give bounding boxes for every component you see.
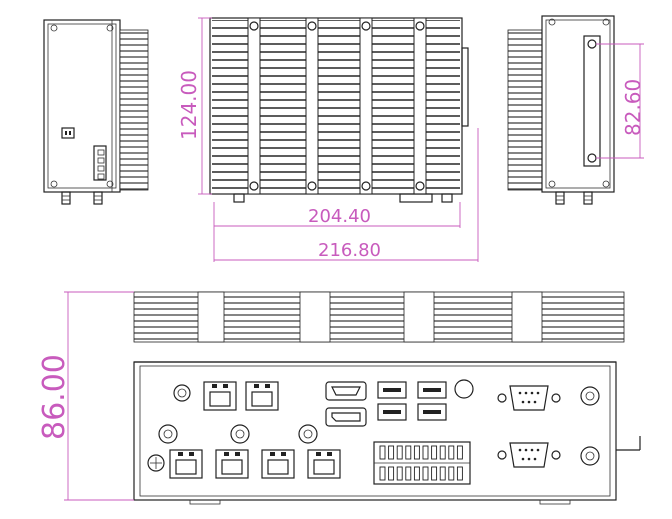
terminal-pin	[448, 445, 455, 460]
terminal-pin	[439, 466, 446, 481]
rj45-port-bottom-3	[261, 449, 295, 479]
rj45-port-bottom-4	[307, 449, 341, 479]
terminal-pin	[431, 466, 438, 481]
terminal-pin	[379, 445, 386, 460]
rj45-port-top-1	[203, 381, 237, 411]
terminal-pin	[413, 445, 420, 460]
rj45-port-bottom-1	[169, 449, 203, 479]
usb-ports	[377, 381, 447, 421]
front-view: 86.00	[37, 291, 641, 505]
terminal-pin	[405, 445, 412, 460]
terminal-pin	[431, 445, 438, 460]
terminal-pin	[448, 466, 455, 481]
rj45-port-top-2	[245, 381, 279, 411]
displayport-port	[325, 407, 367, 427]
terminal-pin	[379, 466, 386, 481]
terminal-pin	[413, 466, 420, 481]
height-dimension-label: 124.00	[177, 70, 201, 140]
terminal-pin	[388, 466, 395, 481]
rj45-port-bottom-2	[215, 449, 249, 479]
width-dimensions: 204.40 216.80	[213, 128, 479, 262]
terminal-pin	[405, 466, 412, 481]
hdmi-port	[325, 381, 367, 401]
io-terminal-block	[373, 441, 471, 485]
outer-width-label: 216.80	[318, 240, 381, 261]
front-height-label: 86.00	[37, 354, 72, 440]
terminal-pin	[396, 445, 403, 460]
terminal-pin	[439, 445, 446, 460]
terminal-pin	[422, 466, 429, 481]
terminal-pin	[456, 445, 463, 460]
inner-width-label: 204.40	[308, 206, 371, 227]
right-side-view: 82.60	[507, 15, 645, 205]
terminal-pin	[396, 466, 403, 481]
terminal-pin	[422, 445, 429, 460]
serial-port-bottom	[497, 442, 561, 468]
terminal-pin	[456, 466, 463, 481]
antenna-connectors	[158, 386, 600, 466]
left-side-view	[43, 19, 149, 205]
serial-port-top	[497, 385, 561, 411]
mount-spacing-label: 82.60	[621, 79, 645, 136]
top-view: 124.00	[177, 17, 469, 203]
terminal-pin	[388, 445, 395, 460]
